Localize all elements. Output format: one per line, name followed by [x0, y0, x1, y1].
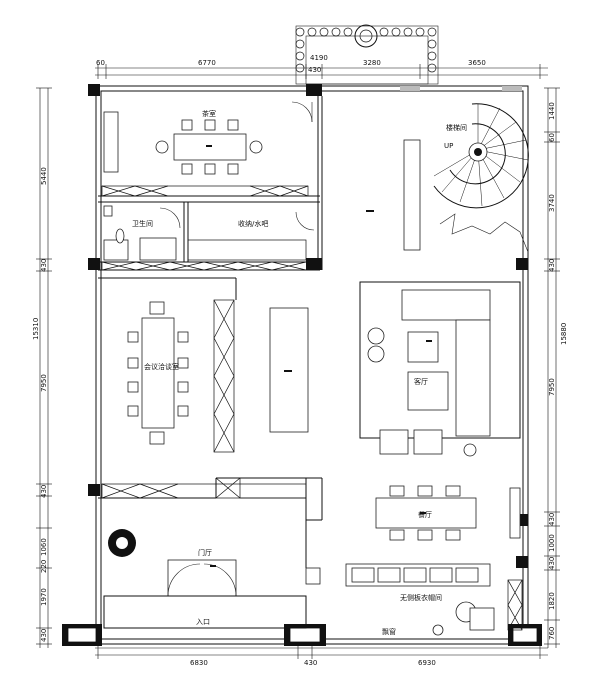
foyer-fixtures — [103, 529, 321, 629]
dim-left-8: 430 — [40, 629, 48, 642]
dim-right-7: 1000 — [548, 534, 556, 552]
label-bathroom: 卫生间 — [132, 219, 153, 228]
dim-top-4: 3280 — [363, 59, 381, 67]
dim-left-3: 7950 — [40, 374, 48, 392]
label-storage-bar: 收纳/水吧 — [238, 219, 268, 228]
dim-left-overall: 15310 — [32, 318, 40, 340]
dim-left-5: 1060 — [40, 538, 48, 556]
label-entrance: 入口 — [196, 618, 210, 626]
dim-right-1: 1440 — [548, 102, 556, 120]
bathroom-fixtures — [103, 207, 181, 261]
dim-bottom-1: 6830 — [190, 659, 208, 667]
label-meeting: 会议洽谈室 — [144, 362, 179, 371]
dim-right-9: 1820 — [548, 592, 556, 610]
dim-top-1: 60 — [96, 59, 105, 67]
dim-left-7: 1970 — [40, 588, 48, 606]
wardrobe-shelf — [345, 563, 495, 636]
cabinetry — [101, 185, 523, 631]
island-counter — [269, 307, 309, 433]
dim-top-2: 6770 — [198, 59, 216, 67]
dim-right-4: 430 — [548, 259, 556, 272]
meeting-table-set — [127, 301, 189, 445]
dim-right-6: 430 — [548, 513, 556, 526]
storage-door-swing — [295, 211, 315, 231]
dining-table-set — [375, 485, 521, 541]
label-living: 客厅 — [414, 377, 428, 386]
living-room-set — [359, 281, 521, 457]
label-dining: 餐厅 — [418, 510, 432, 519]
dim-right-3: 3740 — [548, 194, 556, 212]
label-stair: 楼梯间 — [446, 123, 467, 132]
dimension-lines — [36, 64, 560, 659]
spiral-stair — [366, 103, 529, 253]
dim-right-10: 760 — [548, 627, 556, 640]
dim-left-4: 430 — [40, 485, 48, 498]
exterior-walls — [62, 84, 542, 646]
dim-top-5: 3650 — [468, 59, 486, 67]
dim-bottom-2: 430 — [304, 659, 317, 667]
dim-top-3: 430 — [308, 66, 321, 74]
dim-right-8: 430 — [548, 557, 556, 570]
label-up: UP — [444, 142, 453, 150]
label-bay-window: 飘窗 — [382, 627, 396, 636]
dim-right-2: 60 — [548, 133, 556, 142]
dim-bottom-3: 6930 — [418, 659, 436, 667]
dim-left-2: 430 — [40, 259, 48, 272]
dim-right-overall: 15880 — [560, 323, 568, 345]
tea-table-set — [103, 101, 313, 217]
dim-left-1: 5440 — [40, 167, 48, 185]
label-foyer: 门厅 — [198, 548, 212, 557]
dim-left-6: 220 — [40, 560, 48, 573]
dim-right-5: 7950 — [548, 378, 556, 396]
dim-top-terrace: 4190 — [310, 54, 328, 62]
label-tea-room: 茶室 — [202, 109, 216, 118]
label-wardrobe: 无侧板衣帽间 — [400, 593, 442, 602]
